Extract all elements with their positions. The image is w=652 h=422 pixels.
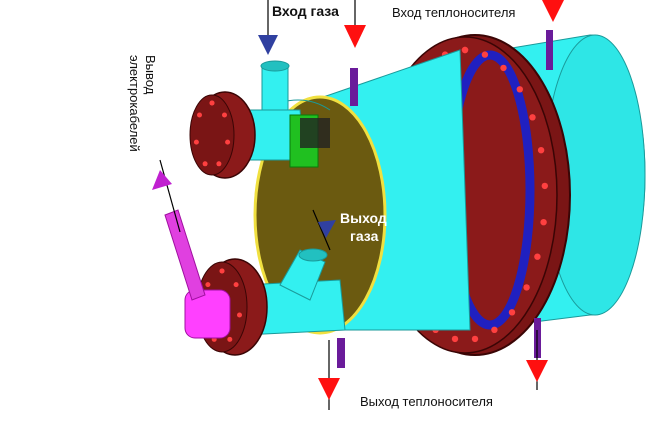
gas-in-arrow-icon: [258, 35, 278, 55]
bolt: [538, 147, 544, 153]
bolt: [210, 101, 215, 106]
gas-in-label: Вход газа: [272, 3, 339, 19]
bolt: [529, 114, 535, 120]
bolt: [194, 140, 199, 145]
bolt: [540, 219, 546, 225]
bolt: [222, 113, 227, 118]
coolant-in-arrow-icon-2: [542, 0, 564, 22]
bolt: [500, 65, 506, 71]
gas-inlet-nozzle: [190, 61, 330, 178]
bolt: [227, 337, 232, 342]
bolt: [509, 309, 515, 315]
bolt: [452, 336, 458, 342]
bolt: [534, 254, 540, 260]
cable-out-label-line1: Вывод: [143, 55, 158, 94]
cable-out-label-line2: электрокабелей: [127, 55, 142, 152]
coolant-out-label: Выход теплоносителя: [360, 394, 493, 409]
gas-out-label-line1: Выход: [340, 210, 387, 226]
bolt: [205, 282, 210, 287]
bolt: [237, 313, 242, 318]
coolant-in-label: Вход теплоносителя: [392, 5, 515, 20]
bolt: [482, 51, 488, 57]
bolt: [220, 269, 225, 274]
coolant-in-arrow-icon-1: [344, 25, 366, 48]
bolt: [216, 161, 221, 166]
coolant-out-arrow-icon-1: [318, 378, 340, 400]
bolt: [225, 140, 230, 145]
bolt: [462, 47, 468, 53]
bolt: [234, 282, 239, 287]
coolant-out-arrow-icon-2: [526, 360, 548, 382]
bolt: [523, 284, 529, 290]
gas-out-label-line2: газа: [350, 228, 378, 244]
bolt: [542, 183, 548, 189]
bolt: [203, 161, 208, 166]
bolt: [472, 336, 478, 342]
cable-pipe: [165, 210, 205, 300]
bolt: [517, 86, 523, 92]
bolt: [491, 327, 497, 333]
cable-out-arrow-icon: [152, 170, 172, 190]
bolt: [197, 113, 202, 118]
